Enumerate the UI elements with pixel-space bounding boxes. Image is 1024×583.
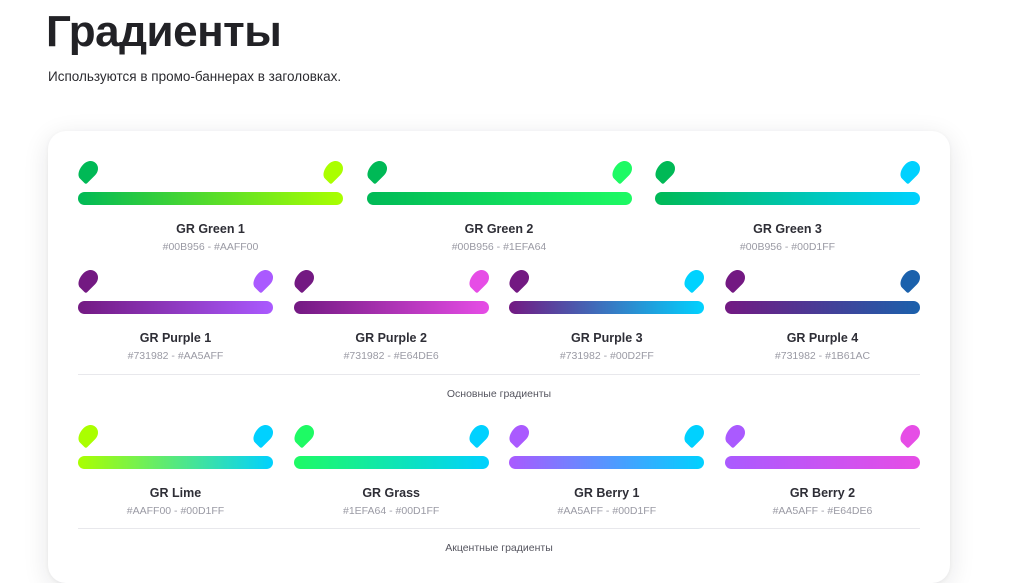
- divider-line: [78, 374, 920, 375]
- gradient-item[interactable]: GR Lime #AAFF00 - #00D1FF: [74, 421, 277, 518]
- gradient-name: GR Berry 1: [574, 486, 640, 500]
- gradient-end-pin-icon: [896, 421, 924, 449]
- gradients-card-content: GR Green 1 #00B956 - #AAFF00 GR Green 2 …: [74, 131, 924, 583]
- section-separator-accent: Акцентные градиенты: [78, 528, 920, 555]
- gradient-start-pin-icon: [505, 266, 533, 294]
- gradient-start-pin-icon: [721, 421, 749, 449]
- gradient-item[interactable]: GR Purple 3 #731982 - #00D2FF: [505, 266, 708, 363]
- gradient-swatch: [74, 157, 347, 214]
- gradient-start-pin-icon: [505, 421, 533, 449]
- gradient-end-pin-icon: [319, 157, 347, 185]
- gradients-page: Градиенты Используются в промо-баннерах …: [46, 7, 924, 554]
- gradient-name: GR Purple 1: [139, 331, 212, 345]
- page-subtitle: Используются в промо-баннерах в заголовк…: [48, 69, 342, 84]
- gradient-end-pin-icon: [249, 421, 277, 449]
- gradient-swatch: [505, 421, 708, 478]
- gradient-bar: [78, 456, 273, 469]
- gradient-codes: #00B956 - #00D1FF: [739, 241, 836, 253]
- gradient-bar: [78, 301, 273, 314]
- gradient-codes: #AA5AFF - #00D1FF: [557, 505, 657, 517]
- gradient-start-pin-icon: [290, 266, 318, 294]
- divider-line: [78, 528, 920, 529]
- gradient-swatch: [74, 266, 277, 323]
- gradient-name: GR Purple 3: [571, 331, 643, 345]
- gradient-end-pin-icon: [465, 266, 493, 294]
- gradient-row-purples: GR Purple 1 #731982 - #AA5AFF GR Purple …: [74, 266, 924, 363]
- gradients-card: GR Green 1 #00B956 - #AAFF00 GR Green 2 …: [48, 131, 950, 583]
- section-caption: Акцентные градиенты: [445, 542, 553, 554]
- gradient-codes: #731982 - #1B61AC: [774, 350, 871, 362]
- gradient-bar: [293, 456, 489, 469]
- gradient-end-pin-icon: [896, 266, 924, 294]
- gradient-name: GR Berry 2: [789, 486, 856, 500]
- gradient-end-pin-icon: [608, 157, 635, 185]
- gradient-item[interactable]: GR Berry 2 #AA5AFF - #E64DE6: [721, 421, 924, 518]
- gradient-bar: [724, 456, 920, 469]
- gradient-name: GR Green 2: [464, 222, 534, 236]
- gradient-item[interactable]: GR Green 2 #00B956 - #1EFA64: [363, 157, 635, 254]
- gradient-name: GR Green 3: [753, 222, 822, 236]
- gradient-bar: [293, 301, 489, 314]
- gradient-bar: [655, 192, 920, 205]
- gradient-codes: #731982 - #AA5AFF: [127, 350, 224, 362]
- gradient-swatch: [290, 421, 493, 478]
- gradient-start-pin-icon: [721, 266, 749, 294]
- gradient-name: GR Green 1: [176, 222, 245, 236]
- gradient-bar: [509, 301, 705, 314]
- gradient-codes: #AA5AFF - #E64DE6: [772, 505, 873, 517]
- gradient-start-pin-icon: [74, 266, 102, 294]
- gradient-name: GR Grass: [362, 486, 420, 500]
- gradient-end-pin-icon: [896, 157, 924, 185]
- gradient-codes: #731982 - #E64DE6: [343, 350, 439, 362]
- gradient-name: GR Purple 2: [355, 331, 427, 345]
- gradient-codes: #00B956 - #1EFA64: [451, 241, 547, 253]
- gradient-swatch: [651, 157, 924, 214]
- gradient-row-accents: GR Lime #AAFF00 - #00D1FF GR Grass #1EFA…: [74, 421, 924, 518]
- page-title: Градиенты: [46, 7, 282, 56]
- section-caption: Основные градиенты: [446, 388, 552, 400]
- gradient-end-pin-icon: [465, 421, 493, 449]
- gradient-swatch: [721, 421, 924, 478]
- gradient-start-pin-icon: [74, 157, 102, 185]
- gradient-end-pin-icon: [680, 266, 708, 294]
- gradient-bar: [509, 456, 705, 469]
- gradient-name: GR Lime: [149, 486, 202, 500]
- gradient-codes: #731982 - #00D2FF: [559, 350, 654, 362]
- gradient-start-pin-icon: [363, 157, 390, 185]
- gradient-codes: #1EFA64 - #00D1FF: [343, 505, 440, 517]
- gradient-bar: [366, 192, 632, 205]
- gradient-start-pin-icon: [290, 421, 318, 449]
- gradient-end-pin-icon: [680, 421, 708, 449]
- gradient-swatch: [74, 421, 277, 478]
- gradient-swatch: [721, 266, 924, 323]
- section-separator-main: Основные градиенты: [78, 374, 920, 401]
- gradient-name: GR Purple 4: [786, 331, 859, 345]
- gradient-start-pin-icon: [651, 157, 679, 185]
- gradient-bar: [724, 301, 920, 314]
- gradient-swatch: [363, 157, 635, 214]
- gradient-item[interactable]: GR Grass #1EFA64 - #00D1FF: [290, 421, 493, 518]
- gradient-item[interactable]: GR Purple 1 #731982 - #AA5AFF: [74, 266, 277, 363]
- gradient-swatch: [505, 266, 708, 323]
- gradient-bar: [78, 192, 343, 205]
- gradient-item[interactable]: GR Berry 1 #AA5AFF - #00D1FF: [505, 421, 708, 518]
- gradient-item[interactable]: GR Purple 4 #731982 - #1B61AC: [721, 266, 924, 363]
- gradient-row-greens: GR Green 1 #00B956 - #AAFF00 GR Green 2 …: [74, 157, 924, 254]
- gradient-item[interactable]: GR Purple 2 #731982 - #E64DE6: [290, 266, 493, 363]
- gradient-codes: #AAFF00 - #00D1FF: [126, 505, 225, 517]
- gradient-swatch: [290, 266, 493, 323]
- gradient-end-pin-icon: [249, 266, 277, 294]
- gradient-start-pin-icon: [74, 421, 102, 449]
- gradient-item[interactable]: GR Green 1 #00B956 - #AAFF00: [74, 157, 347, 254]
- gradient-codes: #00B956 - #AAFF00: [162, 241, 259, 253]
- gradient-item[interactable]: GR Green 3 #00B956 - #00D1FF: [651, 157, 924, 254]
